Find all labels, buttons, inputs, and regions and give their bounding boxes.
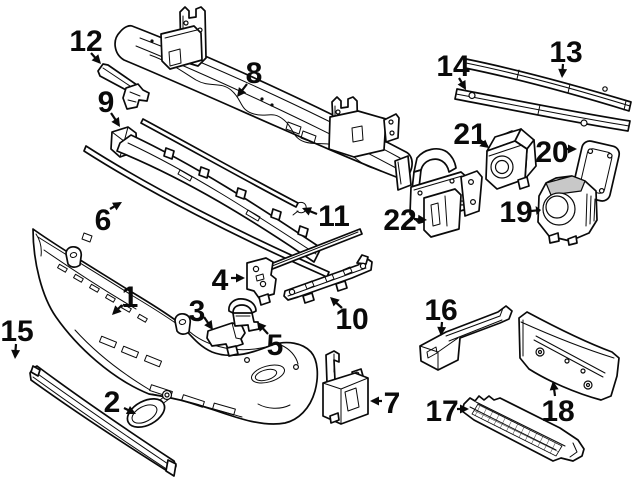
callout-14-label: 14	[436, 50, 470, 83]
callout-20-label: 20	[535, 136, 568, 169]
callout-22[interactable]: 22	[383, 204, 427, 237]
callout-4-label: 4	[212, 264, 229, 297]
callout-3[interactable]: 3	[189, 295, 213, 330]
part-mesh-grille-drawing	[461, 395, 585, 462]
callout-2[interactable]: 2	[104, 386, 136, 419]
callout-12[interactable]: 12	[69, 25, 103, 64]
callout-4[interactable]: 4	[212, 264, 245, 297]
callout-5-label: 5	[267, 329, 284, 362]
callout-3-label: 3	[189, 295, 206, 328]
callout-11[interactable]: 11	[302, 200, 350, 233]
part-filler-panel-drawing	[518, 311, 620, 401]
callout-9[interactable]: 9	[98, 86, 120, 127]
callout-13[interactable]: 13	[549, 36, 583, 78]
part-support-rail-drawing	[283, 254, 373, 304]
callout-6[interactable]: 6	[95, 202, 122, 237]
part-support-bracket-drawing	[228, 298, 260, 332]
callout-16-label: 16	[424, 294, 457, 327]
part-mounting-bracket-drawing	[246, 228, 363, 306]
part-upper-moulding-drawing	[464, 58, 632, 112]
part-impact-bar-drawing	[114, 6, 413, 181]
callout-11-label: 11	[318, 200, 350, 233]
callout-5[interactable]: 5	[257, 322, 283, 362]
callout-10-label: 10	[335, 303, 368, 336]
callout-19-label: 19	[499, 196, 532, 229]
callout-13-label: 13	[549, 36, 582, 69]
callout-16[interactable]: 16	[424, 294, 458, 336]
callout-17-label: 17	[425, 395, 458, 428]
callout-15-label: 15	[0, 315, 33, 348]
part-energy-absorber-drawing	[110, 126, 322, 263]
callout-7-label: 7	[384, 387, 401, 420]
part-tow-hook-cover-drawing	[126, 389, 173, 429]
part-clip-strip-drawing	[97, 63, 150, 110]
part-side-bracket-drawing	[322, 350, 369, 425]
callout-18[interactable]: 18	[541, 381, 575, 428]
callout-8-label: 8	[246, 57, 263, 90]
callout-17[interactable]: 17	[425, 395, 469, 428]
callout-8[interactable]: 8	[237, 57, 262, 97]
part-sensor-bracket-drawing	[394, 148, 483, 238]
part-support-tray-drawing	[419, 305, 513, 371]
callout-2-label: 2	[104, 386, 121, 419]
callout-18-label: 18	[541, 395, 574, 428]
callout-9-label: 9	[98, 86, 115, 119]
part-bumper-cover-drawing	[32, 228, 319, 425]
callout-1-label: 1	[122, 281, 139, 314]
callout-12-label: 12	[69, 25, 102, 58]
callout-22-label: 22	[383, 204, 416, 237]
callout-10[interactable]: 10	[330, 297, 369, 336]
callout-19[interactable]: 19	[499, 196, 541, 229]
callout-15[interactable]: 15	[0, 315, 34, 359]
callout-7[interactable]: 7	[370, 387, 400, 420]
callout-6-label: 6	[95, 204, 112, 237]
part-distance-sensor-drawing	[537, 175, 598, 246]
part-camera-drawing	[485, 128, 537, 190]
part-lower-strip-drawing	[29, 365, 177, 477]
callout-20[interactable]: 20	[535, 136, 577, 169]
part-lower-moulding-drawing	[454, 88, 631, 132]
callout-1[interactable]: 1	[112, 281, 138, 315]
callout-21[interactable]: 21	[453, 118, 489, 151]
callout-14[interactable]: 14	[436, 50, 470, 90]
